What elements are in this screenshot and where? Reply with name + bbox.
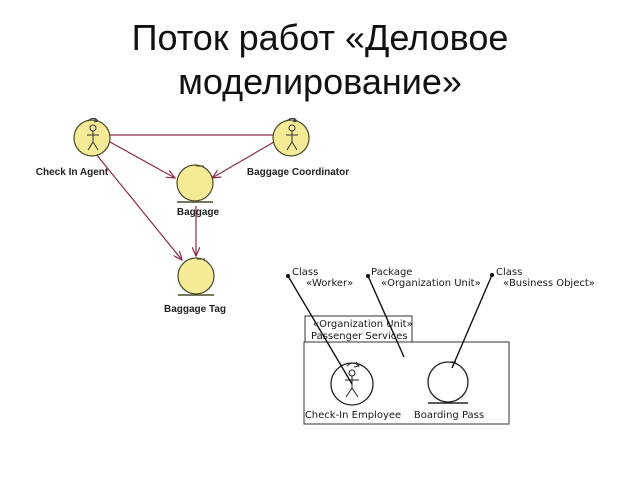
baggage-coordinator-label: Baggage Coordinator [247, 167, 349, 178]
worker-name: Check-In Employee [305, 410, 401, 421]
business-entity-boarding-pass: Boarding Pass [414, 361, 484, 421]
business-actor-baggage-coordinator: Baggage Coordinator [247, 117, 349, 178]
business-entity-icon [427, 361, 469, 403]
business-entity-baggage-tag: Baggage Tag [164, 257, 226, 315]
callout-worker-line2: «Worker» [306, 278, 353, 289]
callout-package-line1: Package [371, 267, 412, 278]
business-actor-icon [73, 119, 111, 157]
association-agent-tag [95, 153, 182, 260]
callout-worker-line1: Class [292, 267, 318, 278]
baggage-label: Baggage [177, 207, 220, 218]
package-tab-stereotype: «Organization Unit» [313, 319, 413, 330]
callout-package-line2: «Organization Unit» [381, 278, 481, 289]
baggage-tag-label: Baggage Tag [164, 304, 226, 315]
entity-name: Boarding Pass [414, 410, 484, 421]
title-line-2: моделирование» [178, 61, 462, 102]
association-coordinator-baggage [212, 141, 275, 178]
associations [95, 134, 275, 260]
association-agent-baggage [109, 141, 175, 178]
check-in-agent-label: Check In Agent [36, 167, 109, 178]
title-line-1: Поток работ «Деловое [131, 17, 509, 58]
package-tab-name: Passenger Services [311, 331, 408, 342]
business-actor-check-in-agent: Check In Agent [36, 117, 111, 178]
callout-lines [286, 273, 494, 385]
callout-business-object-line1: Class [496, 267, 522, 278]
slide-title: Поток работ «Деловое моделирование» [20, 16, 620, 104]
business-entity-icon [176, 164, 214, 202]
callout-business-object-line2: «Business Object» [503, 278, 595, 289]
business-entity-icon [177, 257, 215, 295]
business-actor-icon [272, 119, 310, 157]
business-entity-baggage: Baggage [176, 164, 220, 218]
package-tab [304, 315, 413, 343]
